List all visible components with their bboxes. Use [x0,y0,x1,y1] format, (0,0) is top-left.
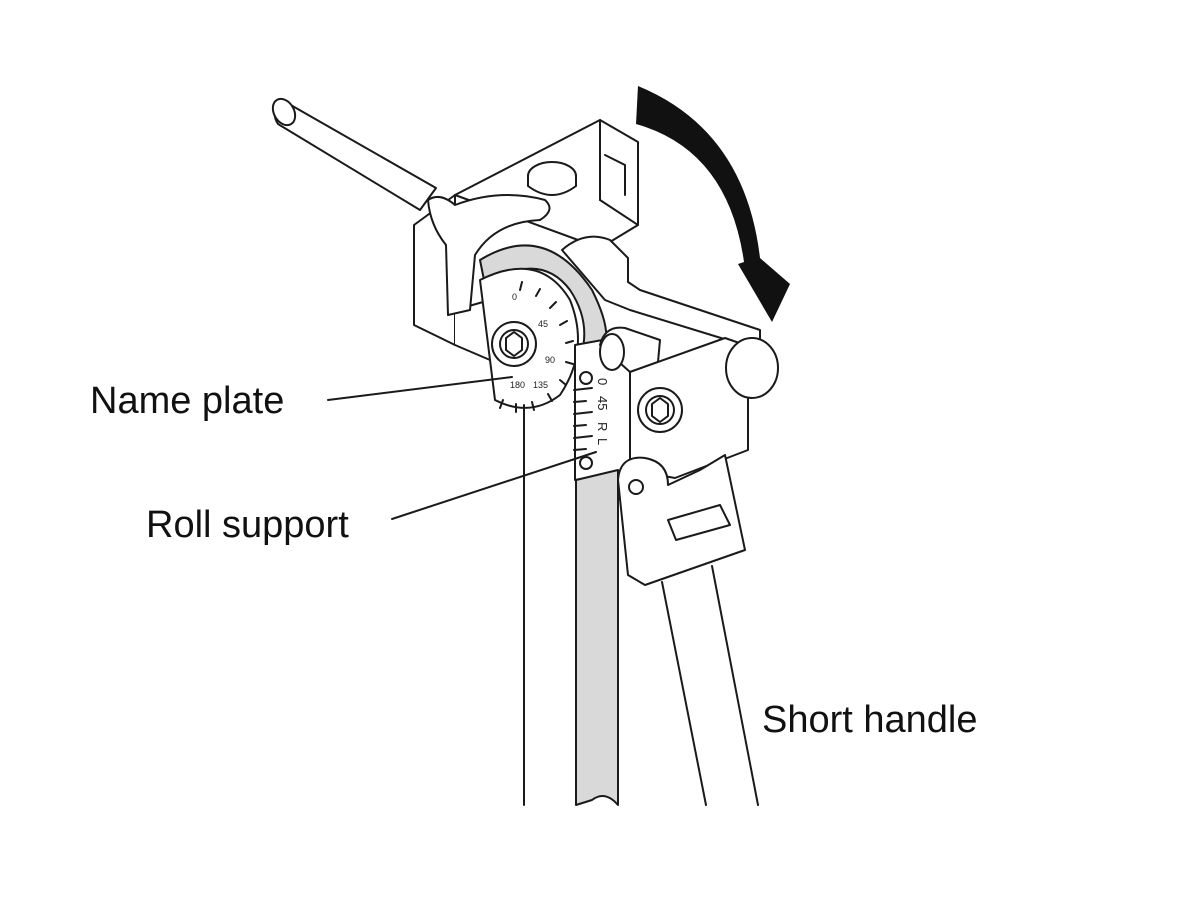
curved-arrow-clockwise-icon [636,86,790,322]
callout-leaders [327,376,597,520]
dial-mark: 180 [510,380,525,390]
name-plate-dial [479,267,579,413]
dial-mark: 90 [545,355,555,365]
label-roll-support: Roll support [146,504,349,546]
tube-vertical [523,404,619,806]
roll-scale-mark: R [595,422,610,431]
top-knob [527,161,577,196]
roll-scale-mark: 45 [595,396,610,410]
clamp-latch [427,194,551,316]
short-handle-bracket [617,454,746,586]
roll-scale-marks: 0 45 R L [595,378,610,445]
label-name-plate: Name plate [90,380,285,422]
roll-scale-mark: L [595,438,610,445]
rollers [599,326,661,373]
short-handle [661,565,759,806]
dial-mark: 0 [512,292,517,302]
dial-marks: 0 45 90 135 180 [510,292,555,390]
dial-mark: 135 [533,380,548,390]
label-short-handle: Short handle [762,699,978,741]
dial-mark: 45 [538,319,548,329]
roll-scale-mark: 0 [595,378,610,385]
pivot-assembly [629,337,779,479]
tube-upper [271,97,437,211]
